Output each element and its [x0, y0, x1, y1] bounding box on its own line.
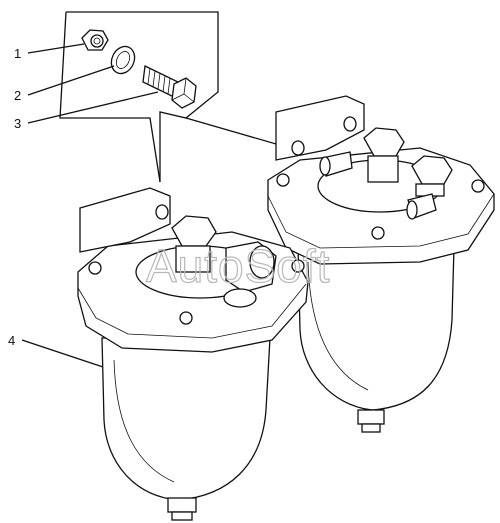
watermark: AutoSoft	[146, 240, 330, 292]
bolt-part	[142, 65, 197, 109]
rear-filter-unit	[267, 95, 495, 433]
nut-part	[81, 29, 109, 51]
callout-1: 1	[14, 46, 21, 61]
washer-part	[110, 45, 136, 75]
callout-2: 2	[14, 88, 21, 103]
front-filter-unit	[77, 187, 309, 521]
callout-leaders	[21, 43, 291, 373]
callout-4: 4	[8, 333, 15, 348]
fastener-inset-frame	[59, 11, 219, 183]
callout-3: 3	[14, 116, 21, 131]
